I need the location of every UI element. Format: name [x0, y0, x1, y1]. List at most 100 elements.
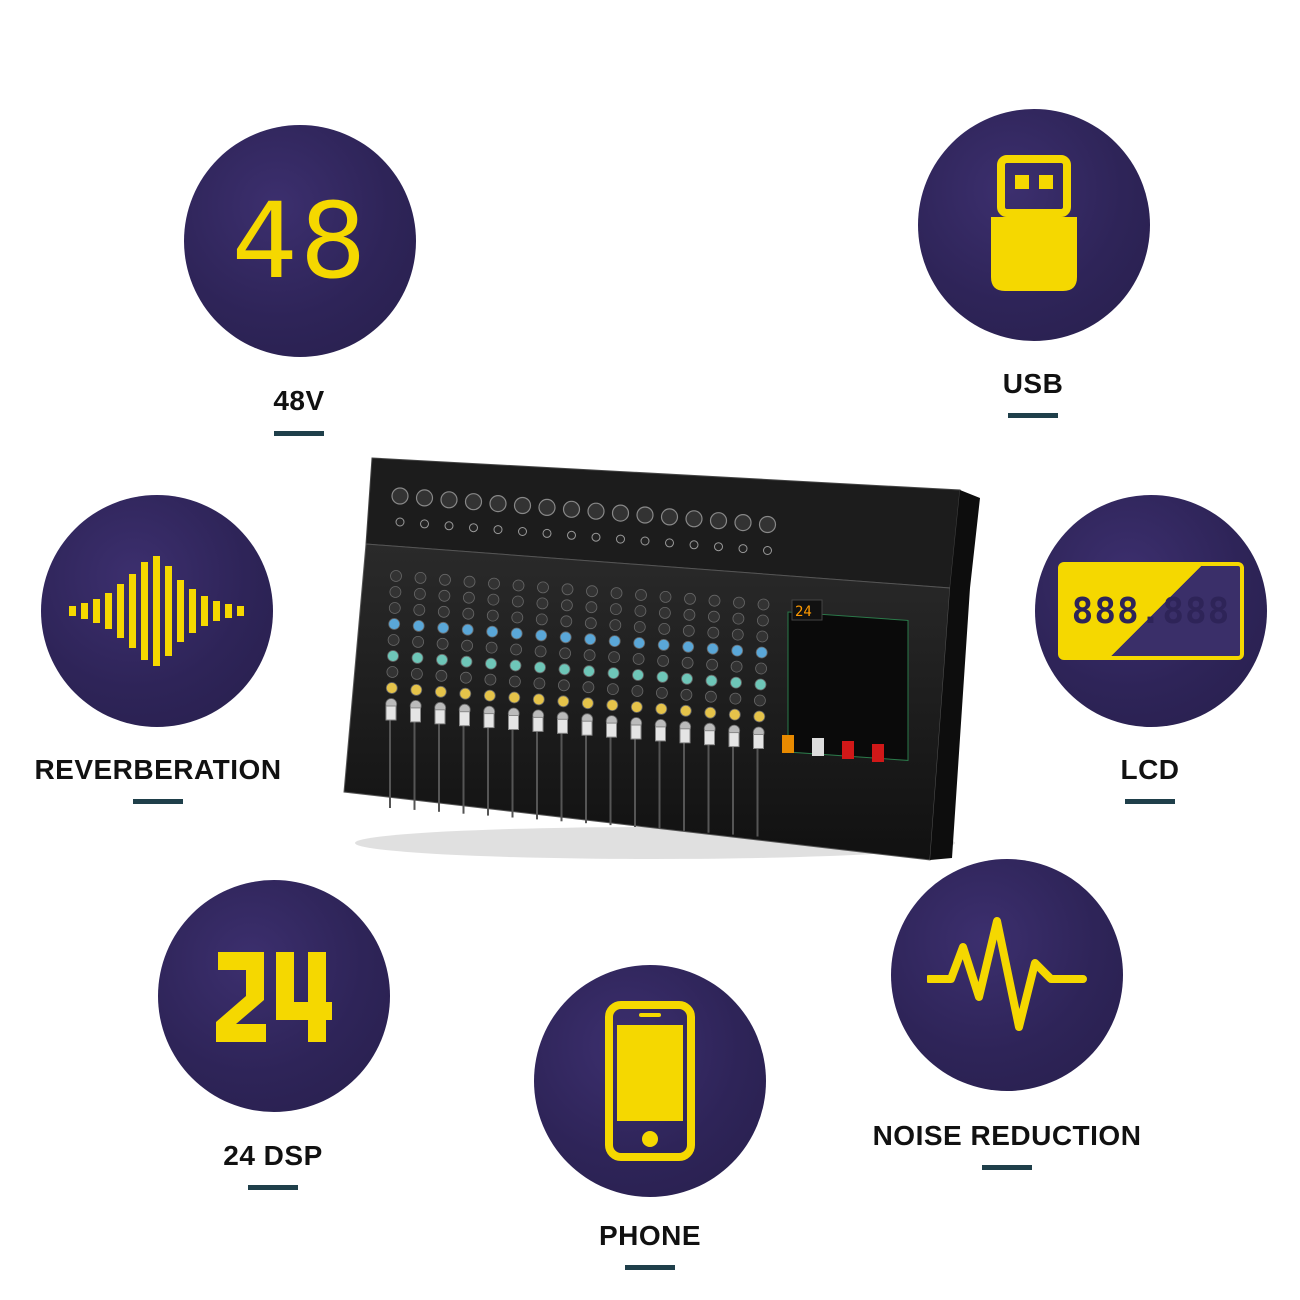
channel-knob — [655, 686, 668, 699]
line-jack — [689, 540, 699, 550]
dsp-circle — [158, 880, 390, 1112]
channel-knob — [733, 596, 745, 609]
48v-icon-text: 48 — [231, 180, 369, 302]
lcd-circle: 888.888 — [1035, 495, 1267, 727]
channel-knob — [435, 669, 448, 682]
channel-knob — [387, 634, 400, 646]
channel-knob — [729, 692, 742, 705]
channel-knob — [756, 630, 769, 643]
reverb-dash — [133, 799, 183, 804]
channel-knob — [511, 595, 524, 608]
lcd-label: LCD — [1120, 754, 1180, 785]
fader-cap — [410, 707, 421, 723]
channel-knob — [434, 685, 447, 698]
channel-knob — [560, 615, 573, 628]
xlr-jack — [587, 502, 605, 520]
channel-knob — [537, 581, 549, 594]
channel-knob — [630, 701, 643, 713]
line-jack — [469, 523, 478, 533]
channel-knob — [488, 577, 500, 590]
channel-knob — [757, 598, 770, 611]
fader-track — [462, 723, 465, 814]
phone-dash — [625, 1265, 675, 1270]
channel-knob — [681, 656, 694, 669]
usb-circle — [918, 109, 1150, 341]
channel-knob — [731, 644, 744, 657]
noise-circle — [891, 859, 1123, 1091]
fader-cap — [508, 715, 519, 730]
mixer-display-text: 24 — [795, 604, 812, 620]
channel-knob — [706, 642, 719, 655]
fader-track — [658, 738, 661, 829]
xlr-jack — [562, 500, 581, 518]
usb-label: USB — [1002, 368, 1064, 399]
channel-knob — [584, 617, 597, 630]
fader-track — [732, 744, 734, 835]
channel-knob — [535, 613, 548, 626]
channel-knob — [460, 655, 473, 668]
channel-knob — [658, 622, 671, 635]
lcd-display-icon: 888.888 — [1058, 562, 1244, 660]
noise-dash — [982, 1165, 1032, 1170]
channel-knob — [704, 690, 717, 703]
fader-track — [511, 727, 514, 818]
channel-knob — [634, 605, 647, 617]
channel-knob — [657, 654, 670, 667]
line-jack — [518, 527, 527, 536]
channel-knob — [559, 647, 572, 660]
channel-knob — [558, 663, 571, 676]
channel-knob — [585, 601, 598, 614]
channel-knob — [385, 682, 398, 694]
fader-cap — [753, 734, 764, 749]
fader-cap — [606, 722, 617, 738]
channel-knob — [583, 665, 595, 678]
channel-knob — [485, 657, 497, 670]
channel-faders — [385, 705, 764, 837]
channel-knob — [390, 570, 402, 582]
line-jack — [395, 517, 405, 527]
channel-knob — [681, 672, 693, 685]
channel-knob — [581, 697, 594, 710]
xlr-jack — [513, 496, 532, 515]
fader-track — [609, 735, 612, 826]
channel-knob — [609, 619, 622, 632]
channel-knob — [557, 679, 570, 692]
channel-knob — [412, 619, 425, 632]
channel-knob — [707, 626, 720, 639]
fader-track — [756, 746, 759, 837]
channel-knob — [609, 603, 622, 616]
xlr-jack — [489, 494, 507, 513]
reverb-label: REVERBERATION — [34, 754, 282, 785]
fader-cap — [483, 713, 495, 729]
channel-knob — [608, 635, 621, 648]
fader-cap — [532, 716, 544, 732]
fader-track — [634, 737, 636, 827]
channel-knob — [536, 597, 549, 610]
channel-knob — [439, 573, 451, 586]
24-digital-icon — [216, 952, 332, 1042]
48v-label: 48V — [273, 385, 325, 416]
xlr-jack — [464, 493, 483, 511]
channel-knob — [411, 667, 423, 680]
fader-cap — [728, 732, 740, 748]
channel-knob — [633, 637, 646, 649]
channel-knob — [705, 674, 718, 687]
channel-knob — [557, 695, 570, 708]
lcd-icon-text: 888.888 — [1071, 590, 1231, 632]
channel-knob — [410, 683, 423, 696]
line-jack — [444, 521, 454, 531]
channel-knob — [708, 594, 721, 607]
channel-knob — [388, 602, 401, 614]
channel-knob — [607, 667, 620, 680]
channel-knob — [659, 590, 672, 603]
dsp-label: 24 DSP — [223, 1140, 323, 1171]
channel-knob — [459, 671, 472, 684]
noise-label: NOISE REDUCTION — [872, 1120, 1142, 1151]
channel-knob — [436, 637, 449, 650]
fader-track — [683, 740, 685, 831]
line-jack — [493, 525, 503, 535]
usb-dash — [1008, 413, 1058, 418]
channel-knob — [586, 585, 598, 598]
line-jack — [665, 538, 674, 548]
fader-cap — [385, 705, 397, 721]
